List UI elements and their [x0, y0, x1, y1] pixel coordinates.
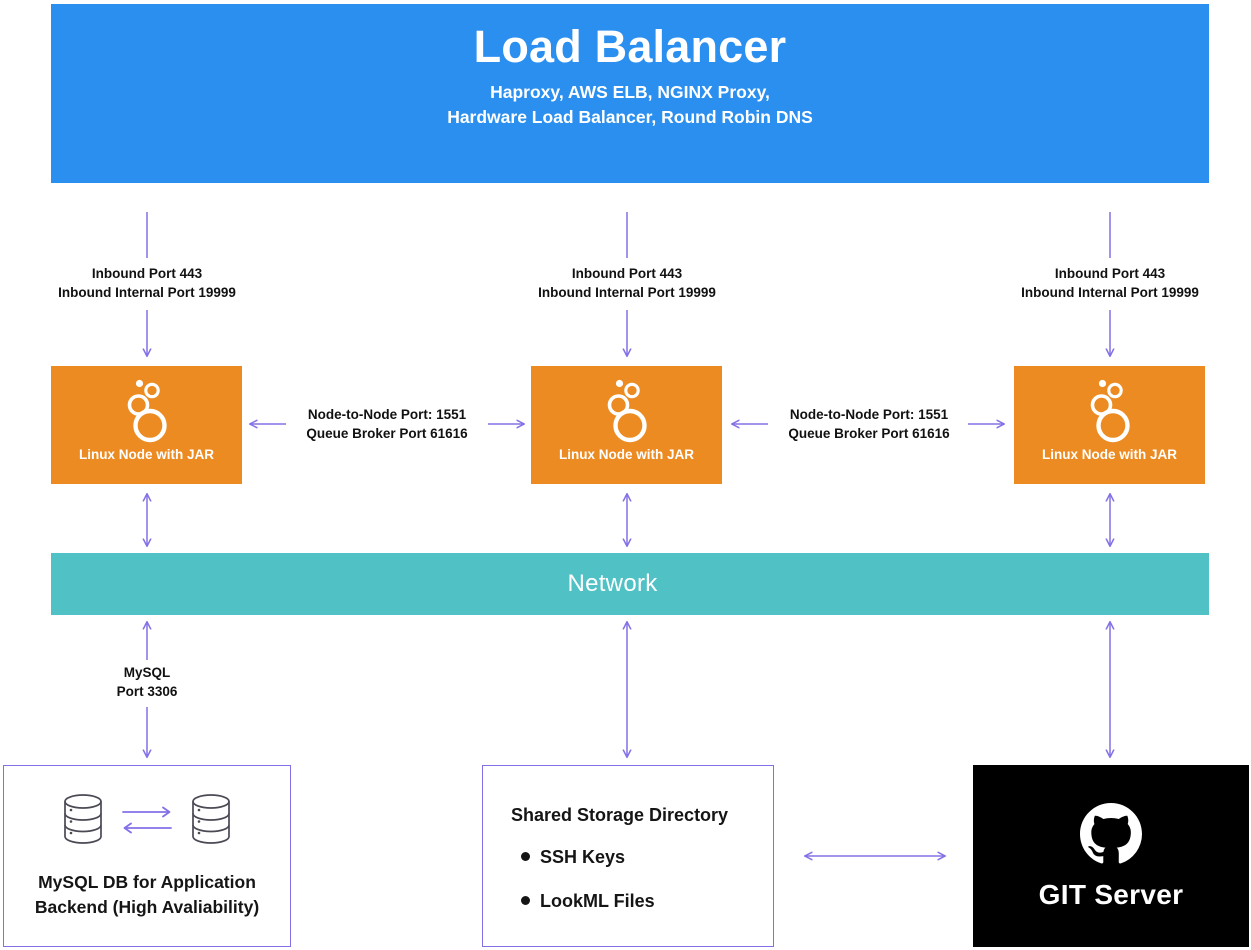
inbound-label-node-1: Inbound Port 443 Inbound Internal Port 1… [47, 264, 247, 302]
bullet-icon [521, 896, 530, 905]
linux-node-2[interactable]: Linux Node with JAR [531, 366, 722, 484]
mysql-db-box[interactable]: MySQL DB for Application Backend (High A… [3, 765, 291, 947]
load-balancer-title: Load Balancer [473, 21, 787, 73]
inbound-label-node-2: Inbound Port 443 Inbound Internal Port 1… [527, 264, 727, 302]
load-balancer-banner: Load Balancer Haproxy, AWS ELB, NGINX Pr… [51, 4, 1209, 183]
list-item: SSH Keys [521, 848, 655, 866]
bullet-icon [521, 852, 530, 861]
inbound-label-3-line2: Inbound Internal Port 19999 [1021, 285, 1199, 301]
node-to-node-label-2-line2: Queue Broker Port 61616 [788, 426, 950, 442]
network-bar: Network [51, 553, 1209, 615]
node-to-node-label-1: Node-to-Node Port: 1551 Queue Broker Por… [289, 405, 485, 443]
inbound-label-1-line2: Inbound Internal Port 19999 [58, 285, 236, 301]
node-to-node-label-1-line1: Node-to-Node Port: 1551 [307, 407, 467, 422]
shared-storage-item-1: LookML Files [540, 891, 655, 911]
shared-storage-item-0: SSH Keys [540, 847, 626, 867]
replication-arrows-icon [122, 806, 172, 834]
load-balancer-subtitle-line2: Hardware Load Balancer, Round Robin DNS [447, 107, 813, 128]
looker-logo-icon [1090, 379, 1130, 443]
mysql-link-label: MySQL Port 3306 [97, 663, 197, 701]
looker-logo-icon [607, 379, 647, 443]
database-cylinder-icon [64, 794, 102, 844]
inbound-label-2-line2: Inbound Internal Port 19999 [538, 285, 716, 301]
list-item: LookML Files [521, 892, 655, 910]
linux-node-3-label: Linux Node with JAR [1042, 447, 1177, 462]
mysql-caption-line2: Backend (High Avaliability) [34, 897, 260, 918]
network-label: Network [567, 570, 658, 597]
linux-node-1-label: Linux Node with JAR [79, 447, 214, 462]
mysql-link-line1: MySQL [123, 665, 171, 680]
shared-storage-box[interactable]: Shared Storage Directory SSH Keys LookML… [482, 765, 774, 947]
mysql-replication-row [4, 792, 290, 846]
inbound-label-2-line1: Inbound Port 443 [571, 266, 683, 281]
node-to-node-label-1-line2: Queue Broker Port 61616 [306, 426, 468, 442]
mysql-db-caption: MySQL DB for Application Backend (High A… [4, 870, 290, 921]
mysql-caption-line1: MySQL DB for Application [38, 872, 256, 892]
github-logo-icon [1080, 803, 1142, 864]
linux-node-1[interactable]: Linux Node with JAR [51, 366, 242, 484]
database-cylinder-icon [192, 794, 230, 844]
mysql-link-line2: Port 3306 [116, 684, 178, 700]
shared-storage-list: SSH Keys LookML Files [521, 848, 655, 936]
looker-logo-icon [127, 379, 167, 443]
inbound-label-1-line1: Inbound Port 443 [91, 266, 203, 281]
linux-node-2-label: Linux Node with JAR [559, 447, 694, 462]
node-to-node-label-2-line1: Node-to-Node Port: 1551 [789, 407, 949, 422]
load-balancer-subtitle-line1: Haproxy, AWS ELB, NGINX Proxy, [490, 82, 770, 103]
linux-node-3[interactable]: Linux Node with JAR [1014, 366, 1205, 484]
shared-storage-title: Shared Storage Directory [511, 805, 729, 825]
inbound-label-node-3: Inbound Port 443 Inbound Internal Port 1… [1010, 264, 1210, 302]
node-to-node-label-2: Node-to-Node Port: 1551 Queue Broker Por… [771, 405, 967, 443]
git-server-label: GIT Server [1038, 879, 1184, 910]
git-server-box[interactable]: GIT Server [973, 765, 1249, 947]
inbound-label-3-line1: Inbound Port 443 [1054, 266, 1166, 281]
